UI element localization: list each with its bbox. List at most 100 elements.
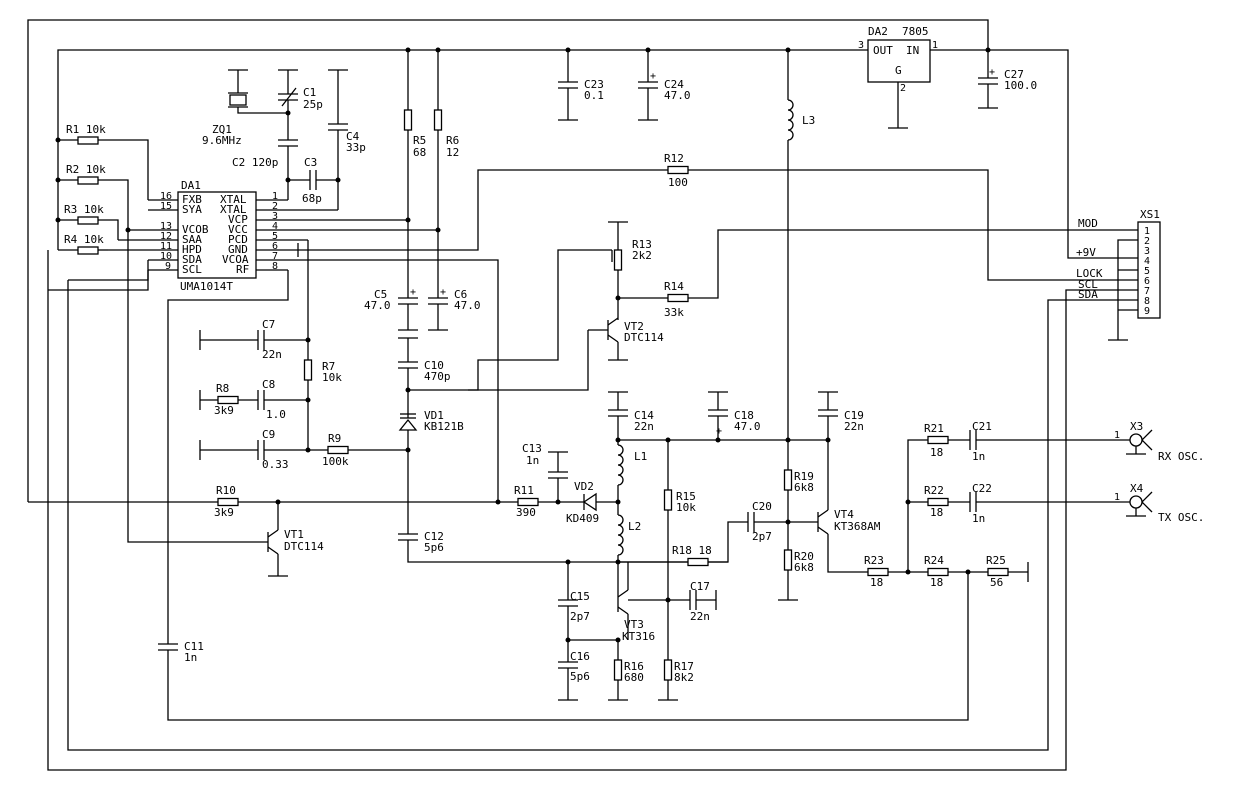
label-r21-value: 18 (930, 446, 943, 459)
junction-dot (615, 437, 621, 443)
label-c16-value: 5p6 (570, 670, 590, 683)
wire-sda (68, 260, 149, 281)
resistor-r6 (433, 109, 443, 131)
transistor-vt4-emitter (817, 526, 829, 535)
label-r13: R13 (632, 238, 652, 251)
ic-pin-num: 8 (272, 261, 278, 272)
ic-pin-name: SDA (182, 253, 202, 266)
resistor-r24 (927, 567, 949, 577)
ic-pin-name: VCC (228, 223, 248, 236)
transistor-vt1-collector (267, 529, 279, 538)
ic-pin-name: GND (228, 243, 248, 256)
resistor-r23 (867, 567, 889, 577)
label-r19-value: 6k8 (794, 481, 814, 494)
label-r15-value: 10k (676, 501, 696, 514)
label-r20: R20 (794, 550, 814, 563)
label-r22-value: 18 (930, 506, 943, 519)
label-c20: C20 (752, 500, 772, 513)
label-c7-value: 22n (262, 348, 282, 361)
wire-r3-out (98, 219, 119, 240)
label-c1-value: 25p (303, 98, 323, 111)
wire-vt2-base (468, 330, 589, 391)
label-c13: C13 (522, 442, 542, 455)
label-r10: R10 (216, 484, 236, 497)
resistor-r8 (217, 395, 239, 405)
regulator-da2-ref: DA2 (868, 25, 888, 38)
transistor-vt3-emitter (617, 606, 629, 615)
label-r24: R24 (924, 554, 944, 567)
label-r14: R14 (664, 280, 684, 293)
label-r8: R8 (216, 382, 229, 395)
signal-mod: MOD (1078, 217, 1098, 230)
label-c24: C24 (664, 78, 684, 91)
label-x3-pin: 1 (1114, 430, 1120, 441)
connector-x4 (1126, 491, 1153, 517)
resistor-r12 (667, 165, 689, 175)
label-r23: R23 (864, 554, 884, 567)
label-vt3-value: KT316 (622, 630, 655, 643)
junction-dot (435, 227, 441, 233)
label-r12-value: 100 (668, 176, 688, 189)
connector-xs1-pins: 1 2 3 4 5 6 7 8 9 (1144, 226, 1150, 317)
signal-scl: SCL (1078, 278, 1098, 291)
resistor-r3 (77, 216, 99, 225)
ic-pin-name: VCP (228, 213, 248, 226)
regulator-da2-in: IN (906, 44, 919, 57)
label-c11: C11 (184, 640, 204, 653)
label-r25-value: 56 (990, 576, 1003, 589)
wire-r2-out (98, 179, 129, 230)
label-vt4: VT4 (834, 508, 854, 521)
label-r14-value: 33k (664, 306, 684, 319)
label-c14-value: 22n (634, 420, 654, 433)
wire-rf (167, 270, 289, 644)
label-c21: C21 (972, 420, 992, 433)
label-r7: R7 (322, 360, 335, 373)
label-r17: R17 (674, 660, 694, 673)
resistor-r10 (217, 497, 239, 507)
label-vd2-value: KD409 (566, 512, 599, 525)
polarity-plus: + (410, 287, 416, 298)
label-r21: R21 (924, 422, 944, 435)
junction-dot (55, 137, 61, 143)
regulator-pin: 2 (900, 83, 906, 94)
crystal-zq1 (229, 94, 247, 106)
label-c15-value: 2p7 (570, 610, 590, 623)
resistor-r5 (403, 109, 413, 131)
label-r1: R1 10k (66, 123, 106, 136)
label-c13-value: 1n (526, 454, 539, 467)
label-r15: R15 (676, 490, 696, 503)
label-r9-value: 100k (322, 455, 349, 468)
junction-dot (665, 597, 671, 603)
junction-dot (405, 217, 411, 223)
label-c12-value: 5p6 (424, 541, 444, 554)
ic-da1-left-pins: FXB SYA VCOB SAA HPD SDA SCL 16 15 13 12… (108, 191, 209, 276)
connector-x3-ring (1129, 433, 1143, 447)
junction-dot (285, 110, 291, 116)
polarity-plus: + (716, 426, 722, 437)
inductor-l2 (617, 514, 624, 556)
label-vt4-value: KT368AM (834, 520, 881, 533)
label-zq1: ZQ1 (212, 123, 232, 136)
ic-pin-num: 9 (165, 261, 171, 272)
ic-da1-ref: DA1 (181, 179, 201, 192)
ic-pin-name: HPD (182, 243, 202, 256)
connector-xs1-ref: XS1 (1140, 208, 1160, 221)
label-c3: C3 (304, 156, 317, 169)
label-c9: C9 (262, 428, 275, 441)
label-r18: R18 18 (672, 544, 712, 557)
label-vt3: VT3 (624, 618, 644, 631)
wire-zq1-bottom (237, 107, 288, 114)
transistor-vt4-collector (817, 509, 829, 518)
ic-pin-num: 6 (272, 241, 278, 252)
label-c23: C23 (584, 78, 604, 91)
label-r11: R11 (514, 484, 534, 497)
connector-pin: 9 (1144, 306, 1150, 317)
label-r3: R3 10k (64, 203, 104, 216)
connector-pin: 3 (1144, 246, 1150, 257)
wire-vcoa-vt2 (320, 259, 499, 502)
junction-dot (965, 569, 971, 575)
inductor-l1 (617, 444, 624, 486)
ic-da1-part: UMA1014T (180, 280, 233, 293)
label-vd2: VD2 (574, 480, 594, 493)
